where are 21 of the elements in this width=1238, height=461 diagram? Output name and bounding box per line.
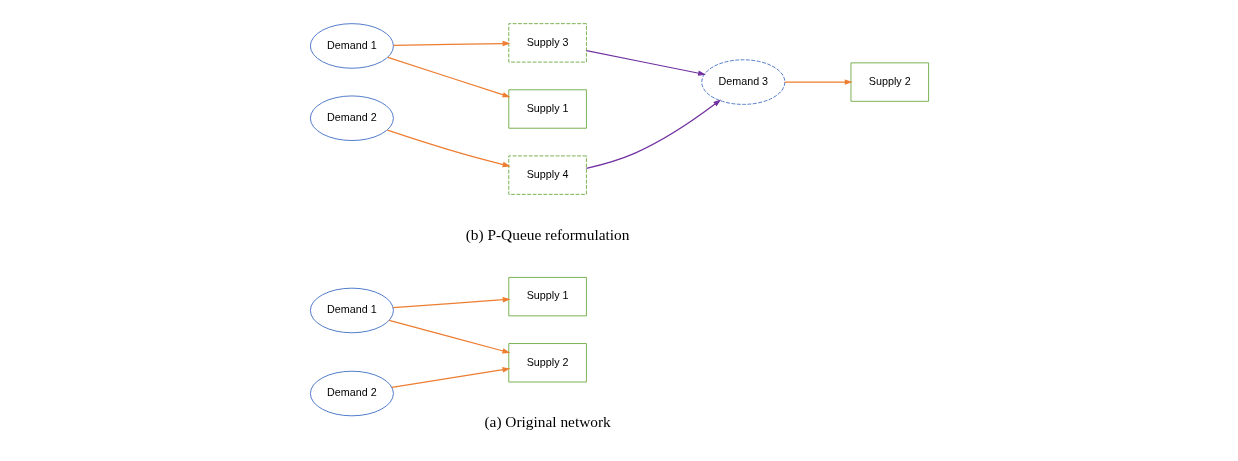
arrow <box>783 79 853 85</box>
node-box: Supply 2 <box>507 343 587 383</box>
node-box: Supply 4 <box>507 155 587 195</box>
arrow <box>392 40 510 47</box>
label: (b) P-Queue reformulation <box>465 225 629 243</box>
node-ellipse: Demand 2 <box>309 370 394 417</box>
arrow <box>585 49 706 76</box>
node-ellipse: Demand 1 <box>309 23 394 69</box>
arrow <box>390 367 510 388</box>
arrow <box>392 297 511 309</box>
node-box: Supply 3 <box>507 23 587 63</box>
node-box: Supply 1 <box>507 276 587 317</box>
node-ellipse: Demand 1 <box>309 287 394 334</box>
label: (a) Original network <box>483 413 611 431</box>
node-box: Supply 1 <box>507 89 587 129</box>
arrow <box>585 99 721 169</box>
arrow <box>388 319 510 354</box>
node-box: Supply 2 <box>850 62 929 102</box>
arrow <box>386 56 510 98</box>
node-ellipse: Demand 2 <box>309 95 394 141</box>
arrow <box>386 129 510 168</box>
